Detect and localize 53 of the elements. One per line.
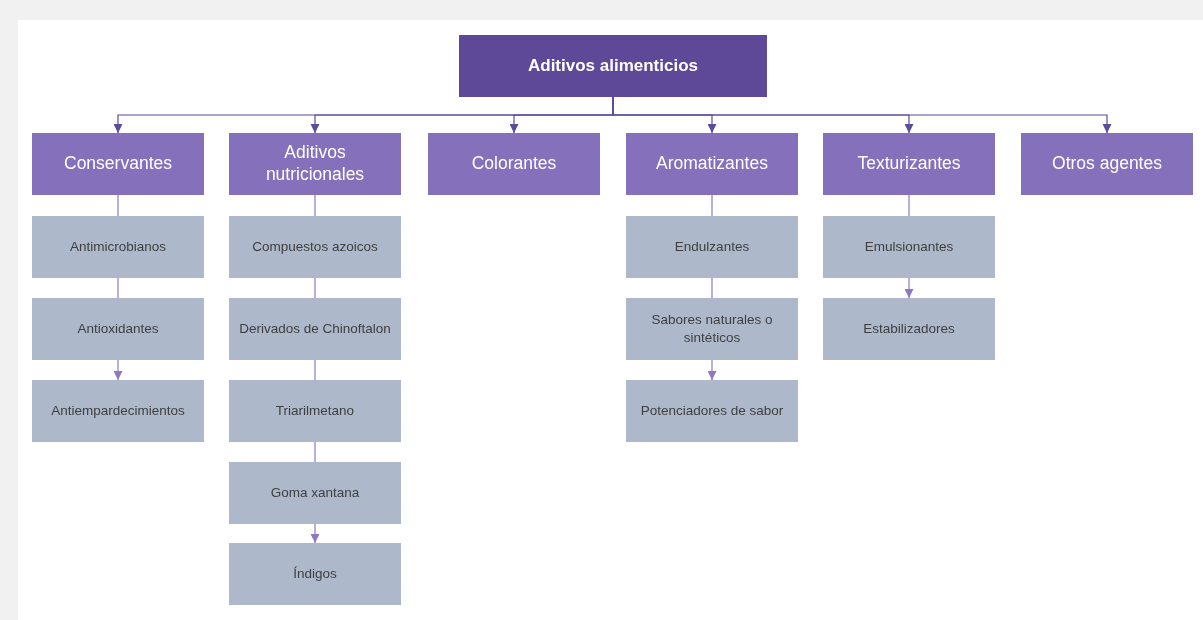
root-box (459, 35, 767, 97)
item-box (626, 380, 798, 442)
node-label: Otros agentes (1052, 153, 1162, 175)
category-box (626, 133, 798, 195)
item-box (32, 380, 204, 442)
item-box (229, 543, 401, 605)
node-label: Conservantes (64, 153, 172, 175)
item-box (32, 216, 204, 278)
node-label: Triarilmetano (275, 402, 355, 420)
item-box (32, 298, 204, 360)
item-box (229, 298, 401, 360)
item-box (626, 216, 798, 278)
node-label: Compuestos azoicos (252, 238, 378, 256)
node-label: Estabilizadores (863, 320, 955, 338)
category-box (229, 133, 401, 195)
connector-line (314, 194, 316, 217)
node-label: Aditivos alimenticios (527, 56, 698, 76)
category-box (428, 133, 600, 195)
item-box (229, 216, 401, 278)
arrow (310, 523, 320, 544)
node-label: Antioxidantes (77, 320, 159, 338)
arrow (707, 359, 717, 381)
node-label: Potenciadores de sabor (640, 402, 784, 420)
category-box (823, 133, 995, 195)
item-box (229, 380, 401, 442)
node-label: Sabores naturales o sintéticos (650, 311, 774, 347)
connector-line (711, 194, 713, 217)
item-box (626, 298, 798, 360)
connector-line (908, 194, 910, 217)
connector-line (314, 441, 316, 463)
node-label: Aditivos nutricionales (264, 142, 366, 186)
node-label: Derivados de Chinoftalon (239, 320, 391, 338)
node-label: Índigos (293, 565, 337, 583)
item-box (823, 298, 995, 360)
item-box (229, 462, 401, 524)
node-label: Antimicrobianos (69, 238, 166, 256)
category-box (32, 133, 204, 195)
connector-line (314, 359, 316, 381)
connector-line (314, 277, 316, 299)
node-label: Colorantes (471, 153, 557, 175)
node-label: Antiempardecimientos (51, 402, 185, 420)
connector-line (117, 277, 119, 299)
category-box (1021, 133, 1193, 195)
node-label: Goma xantana (270, 484, 360, 502)
item-box (823, 216, 995, 278)
arrow (904, 277, 914, 299)
node-label: Texturizantes (857, 153, 961, 175)
node-label: Emulsionantes (864, 238, 954, 256)
connector-line (711, 277, 713, 299)
node-label: Aromatizantes (656, 153, 768, 175)
node-label: Endulzantes (674, 238, 750, 256)
connector-line (117, 194, 119, 217)
arrow (113, 359, 123, 381)
